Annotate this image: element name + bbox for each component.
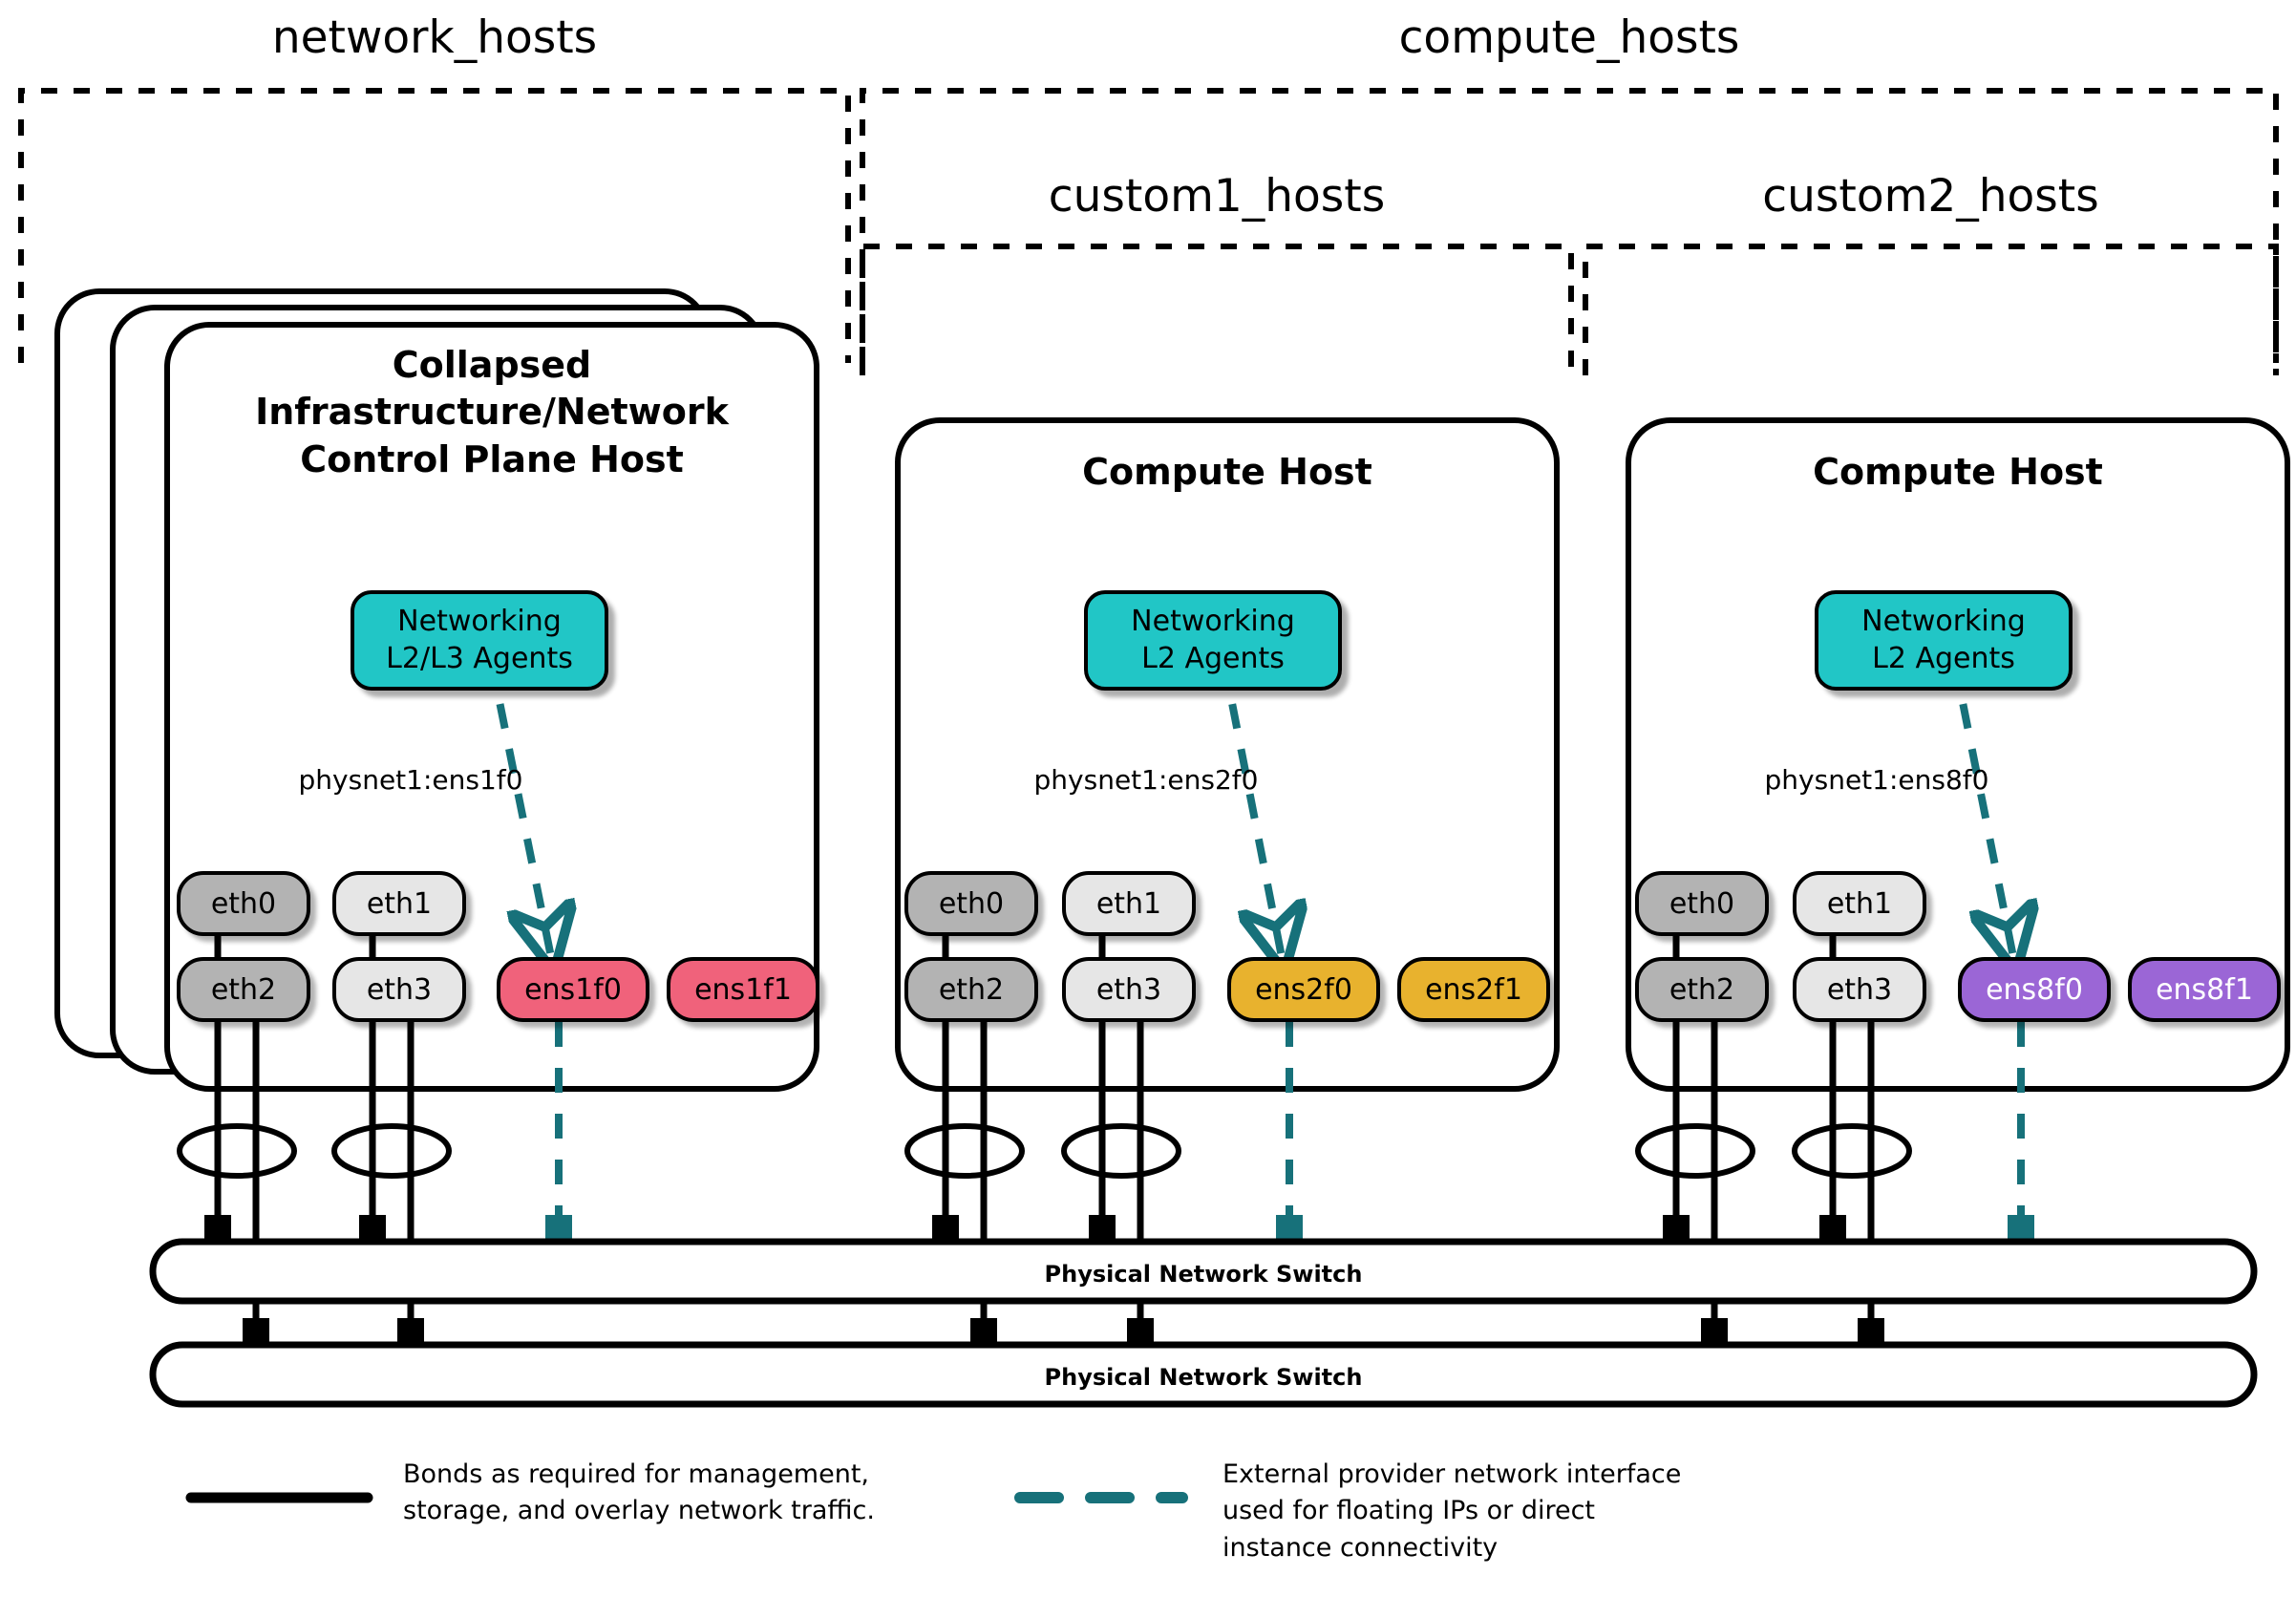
- switch-body-top: [149, 1238, 2258, 1305]
- provider-link-host-3: [1950, 658, 2021, 1242]
- bond-ellipse-host3-a: [1635, 1123, 1755, 1179]
- provider-cable-upper-host2: [1220, 658, 1282, 957]
- nic-eth3-host1[interactable]: eth3: [332, 957, 466, 1022]
- physnet-label-host3: physnet1:ens8f0: [1764, 764, 1989, 796]
- provider-cable-upper-host1: [487, 658, 551, 957]
- legend-text-bonds: Bonds as required for management, storag…: [403, 1459, 875, 1526]
- host-title-collapsed-control-plane: Collapsed Infrastructure/Network Control…: [255, 344, 729, 480]
- host-title-compute-2: Compute Host: [1813, 451, 2103, 493]
- group-label-network-hosts: network_hosts: [271, 11, 598, 64]
- agent-box-networking-l2-host3[interactable]: Networking L2 Agents: [1815, 590, 2073, 691]
- bond-ellipses-host-1: [177, 1123, 452, 1179]
- physical-switches: [149, 1238, 2258, 1408]
- host-card-compute-1: [895, 417, 1560, 1092]
- switch-label-top: Physical Network Switch: [1044, 1261, 1363, 1288]
- provider-cable-upper-host3: [1950, 658, 2013, 957]
- nic-ens2f0-host2[interactable]: ens2f0: [1227, 957, 1380, 1022]
- host-cards: [164, 322, 2290, 1092]
- bond-ellipses-host-2: [904, 1123, 1181, 1179]
- nic-eth0-host3[interactable]: eth0: [1635, 871, 1769, 936]
- host-title-compute-1: Compute Host: [1082, 451, 1372, 493]
- nic-eth1-host1[interactable]: eth1: [332, 871, 466, 936]
- switch-label-bottom: Physical Network Switch: [1044, 1364, 1363, 1391]
- group-box-custom2-hosts: [1583, 244, 2279, 375]
- nic-eth2-host1[interactable]: eth2: [177, 957, 310, 1022]
- group-label-compute-hosts: compute_hosts: [1398, 11, 1740, 64]
- provider-link-host-1: [487, 658, 559, 1242]
- nic-eth2-host3[interactable]: eth2: [1635, 957, 1769, 1022]
- bond-ellipse-host1-a: [177, 1123, 297, 1179]
- legend-text-provider-network: External provider network interface used…: [1222, 1459, 1682, 1563]
- group-boundaries: [18, 88, 2279, 375]
- switch-body-bottom: [149, 1341, 2258, 1408]
- nic-eth3-host3[interactable]: eth3: [1793, 957, 1926, 1022]
- bond-ellipse-host2-a: [904, 1123, 1025, 1179]
- group-label-custom1-hosts: custom1_hosts: [1048, 170, 1386, 223]
- provider-link-host-2: [1220, 658, 1289, 1242]
- group-label-custom2-hosts: custom2_hosts: [1762, 170, 2099, 223]
- agent-box-networking-l2l3[interactable]: Networking L2/L3 Agents: [351, 590, 608, 691]
- group-box-custom1-hosts: [860, 244, 1574, 375]
- host-card-collapsed-control-plane: [164, 322, 819, 1092]
- physnet-label-host2: physnet1:ens2f0: [1033, 764, 1259, 796]
- nic-ens2f1-host2[interactable]: ens2f1: [1397, 957, 1550, 1022]
- nic-ens1f0-host1[interactable]: ens1f0: [497, 957, 649, 1022]
- group-box-network-hosts: [18, 88, 851, 363]
- bond-ellipse-host2-b: [1061, 1123, 1181, 1179]
- nic-eth2-host2[interactable]: eth2: [904, 957, 1038, 1022]
- bond-ellipses-host-3: [1635, 1123, 1912, 1179]
- physnet-label-host1: physnet1:ens1f0: [298, 764, 523, 796]
- nic-eth0-host2[interactable]: eth0: [904, 871, 1038, 936]
- nic-eth1-host3[interactable]: eth1: [1793, 871, 1926, 936]
- nic-eth3-host2[interactable]: eth3: [1062, 957, 1196, 1022]
- bond-ellipse-host3-b: [1792, 1123, 1912, 1179]
- agent-box-networking-l2-host2[interactable]: Networking L2 Agents: [1084, 590, 1342, 691]
- host-card-compute-2: [1626, 417, 2290, 1092]
- nic-ens8f0-host3[interactable]: ens8f0: [1958, 957, 2111, 1022]
- nic-ens1f1-host1[interactable]: ens1f1: [667, 957, 819, 1022]
- nic-ens8f1-host3[interactable]: ens8f1: [2128, 957, 2281, 1022]
- bond-ellipse-host1-b: [331, 1123, 452, 1179]
- group-box-compute-hosts: [860, 88, 2279, 363]
- nic-eth1-host2[interactable]: eth1: [1062, 871, 1196, 936]
- nic-eth0-host1[interactable]: eth0: [177, 871, 310, 936]
